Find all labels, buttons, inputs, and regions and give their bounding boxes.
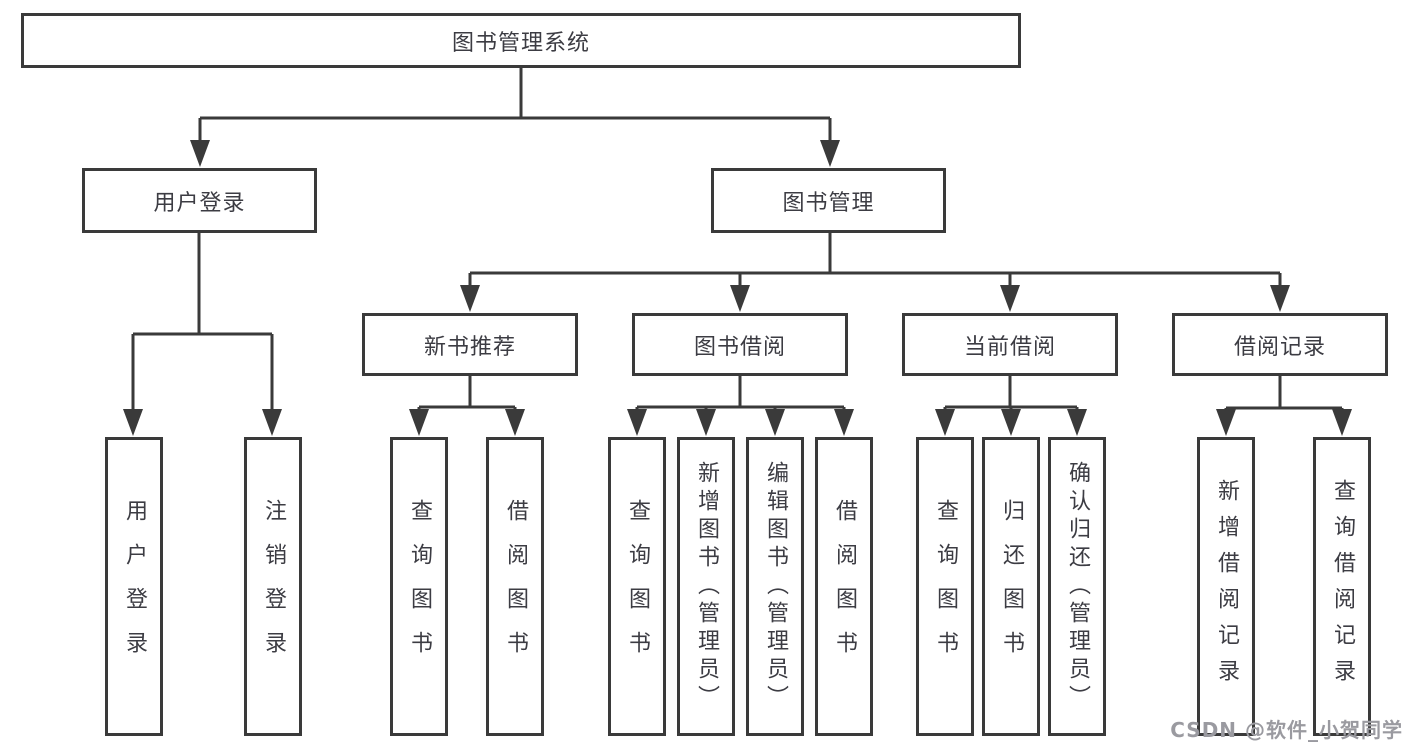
leaf-add-book-admin: 新增图书（管理员） (677, 437, 735, 736)
leaf-query-books-current: 查询图书 (916, 437, 974, 736)
node-root-label: 图书管理系统 (451, 30, 590, 56)
leaf-add-borrow-record: 新增借阅记录 (1197, 437, 1255, 736)
node-root: 图书管理系统 (21, 13, 1021, 68)
leaf-query-books-recommend-label: 查询图书 (407, 498, 432, 675)
leaf-edit-book-admin: 编辑图书（管理员） (746, 437, 804, 736)
leaf-edit-book-admin-label: 编辑图书（管理员） (763, 460, 788, 713)
node-new-book-recommendation: 新书推荐 (362, 313, 578, 376)
leaf-query-books-borrowing-label: 查询图书 (625, 498, 650, 675)
node-current-borrowing: 当前借阅 (902, 313, 1118, 376)
leaf-borrow-books-borrowing: 借阅图书 (815, 437, 873, 736)
leaf-query-borrow-record: 查询借阅记录 (1313, 437, 1371, 736)
node-book-management-label: 图书管理 (782, 190, 875, 216)
leaf-return-books: 归还图书 (982, 437, 1040, 736)
leaf-borrow-books-recommend: 借阅图书 (486, 437, 544, 736)
leaf-query-borrow-record-label: 查询借阅记录 (1330, 478, 1355, 695)
leaf-borrow-books-recommend-label: 借阅图书 (503, 498, 528, 675)
leaf-confirm-return-admin: 确认归还（管理员） (1048, 437, 1106, 736)
node-borrowing-records-label: 借阅记录 (1233, 334, 1326, 360)
node-user-login: 用户登录 (82, 168, 317, 233)
leaf-user-login: 用户登录 (105, 437, 163, 736)
leaf-query-books-current-label: 查询图书 (933, 498, 958, 675)
node-current-borrowing-label: 当前借阅 (963, 334, 1056, 360)
node-new-book-recommendation-label: 新书推荐 (423, 334, 516, 360)
leaf-add-book-admin-label: 新增图书（管理员） (694, 460, 719, 713)
node-user-login-label: 用户登录 (153, 190, 246, 216)
node-borrowing-records: 借阅记录 (1172, 313, 1388, 376)
node-book-borrowing: 图书借阅 (632, 313, 848, 376)
leaf-query-books-recommend: 查询图书 (390, 437, 448, 736)
node-book-borrowing-label: 图书借阅 (693, 334, 786, 360)
watermark: CSDN @软件_小贺同学 (1170, 718, 1403, 742)
leaf-confirm-return-admin-label: 确认归还（管理员） (1065, 460, 1090, 713)
node-book-management: 图书管理 (711, 168, 946, 233)
leaf-add-borrow-record-label: 新增借阅记录 (1214, 478, 1239, 695)
connector-arrows (123, 140, 1352, 436)
leaf-return-books-label: 归还图书 (999, 498, 1024, 675)
leaf-user-login-label: 用户登录 (122, 498, 147, 675)
leaf-logout: 注销登录 (244, 437, 302, 736)
leaf-logout-label: 注销登录 (261, 498, 286, 675)
leaf-borrow-books-borrowing-label: 借阅图书 (832, 498, 857, 675)
leaf-query-books-borrowing: 查询图书 (608, 437, 666, 736)
